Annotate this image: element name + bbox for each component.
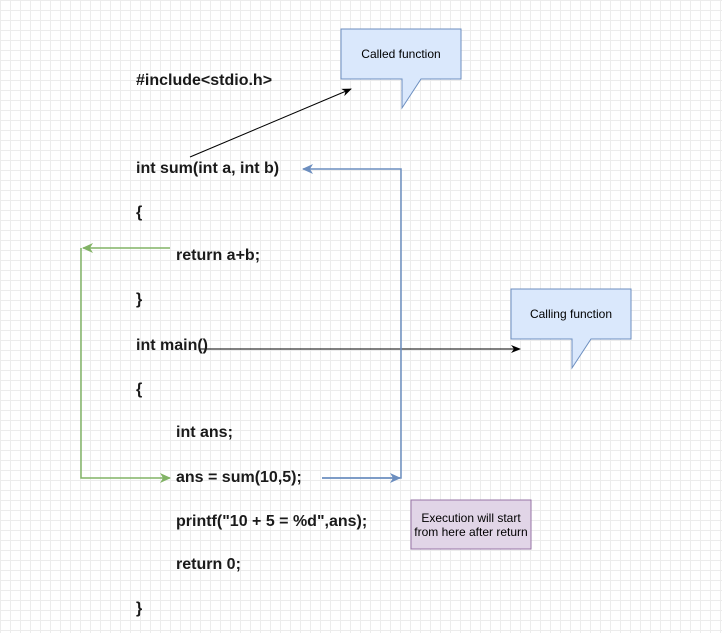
code-line-sum-close-brace: } <box>136 291 143 308</box>
calling-function-callout <box>510 288 632 370</box>
code-line-return-zero: return 0; <box>176 556 241 573</box>
execution-note-box <box>410 499 532 550</box>
code-line-sum-open-brace: { <box>136 204 143 221</box>
code-line-return-sum: return a+b; <box>176 247 261 264</box>
called-function-label: Called function <box>361 47 441 61</box>
code-line-printf: printf("10 + 5 = %d",ans); <box>176 513 368 530</box>
code-line-main-close-brace: } <box>136 600 143 617</box>
code-line-main-open-brace: { <box>136 381 143 398</box>
code-line-sum-signature: int sum(int a, int b) <box>136 160 280 177</box>
code-line-include: #include<stdio.h> <box>136 72 273 89</box>
return-flow-line <box>80 248 171 483</box>
execution-note-label: Execution will start from here after ret… <box>414 510 528 539</box>
called-function-pointer-arrow <box>189 88 352 158</box>
calling-function-label: Calling function <box>529 307 613 321</box>
code-line-declare-ans: int ans; <box>176 424 233 441</box>
code-line-call-sum: ans = sum(10,5); <box>176 469 302 486</box>
code-line-main-signature: int main() <box>136 337 208 354</box>
call-flow-line <box>302 164 402 479</box>
called-function-callout <box>340 28 462 110</box>
